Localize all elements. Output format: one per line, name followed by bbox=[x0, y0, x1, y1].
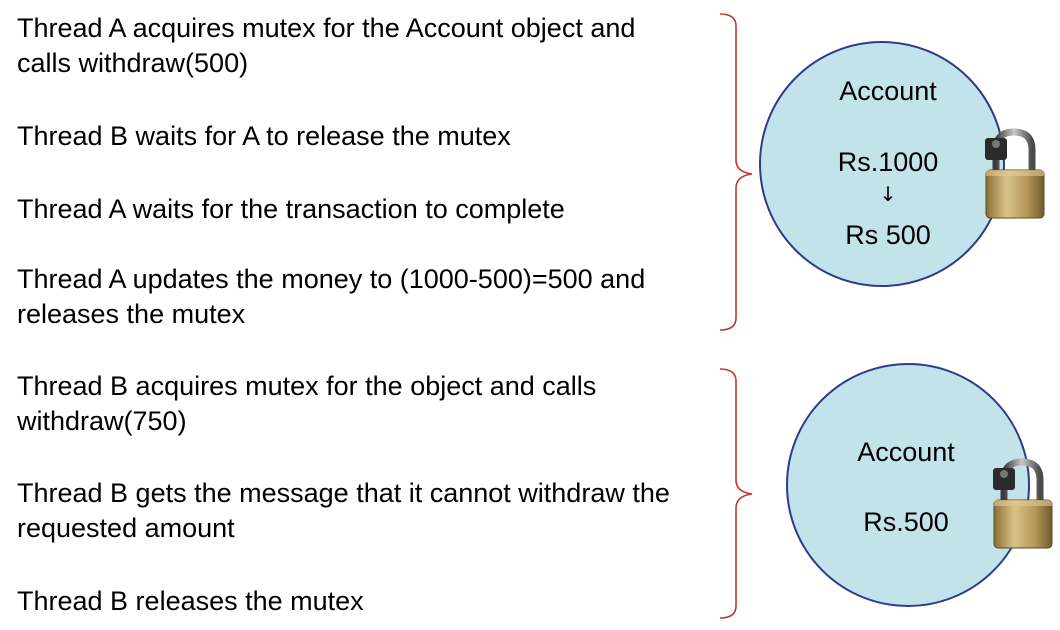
padlock-icon bbox=[985, 128, 1045, 219]
brace-group-2 bbox=[719, 368, 753, 619]
step-b-cannot-withdraw: Thread B gets the message that it cannot… bbox=[17, 478, 670, 543]
step-b-releases-mutex: Thread B releases the mutex bbox=[17, 586, 364, 616]
account-title: Account bbox=[857, 437, 955, 467]
step-a-updates-money: Thread A updates the money to (1000-500)… bbox=[17, 264, 646, 329]
brace-group-1 bbox=[719, 13, 753, 331]
new-balance: Rs 500 bbox=[845, 220, 931, 250]
step-a-acquires-mutex: Thread A acquires mutex for the Account … bbox=[17, 13, 636, 78]
step-b-waits: Thread B waits for A to release the mute… bbox=[17, 121, 511, 151]
old-balance: Rs.1000 bbox=[838, 147, 939, 177]
step-b-acquires-mutex: Thread B acquires mutex for the object a… bbox=[17, 371, 597, 436]
account-title: Account bbox=[839, 76, 937, 106]
down-arrow-icon: ↓ bbox=[880, 182, 897, 206]
padlock-icon bbox=[993, 458, 1053, 549]
account-circle bbox=[786, 363, 1030, 607]
balance: Rs.500 bbox=[863, 507, 949, 537]
step-a-waits-transaction: Thread A waits for the transaction to co… bbox=[17, 194, 565, 224]
account-node-1: Account Rs.1000 ↓ Rs 500 bbox=[759, 41, 1005, 287]
account-node-2: Account Rs.500 bbox=[786, 363, 1030, 607]
account-circle bbox=[759, 41, 1005, 287]
